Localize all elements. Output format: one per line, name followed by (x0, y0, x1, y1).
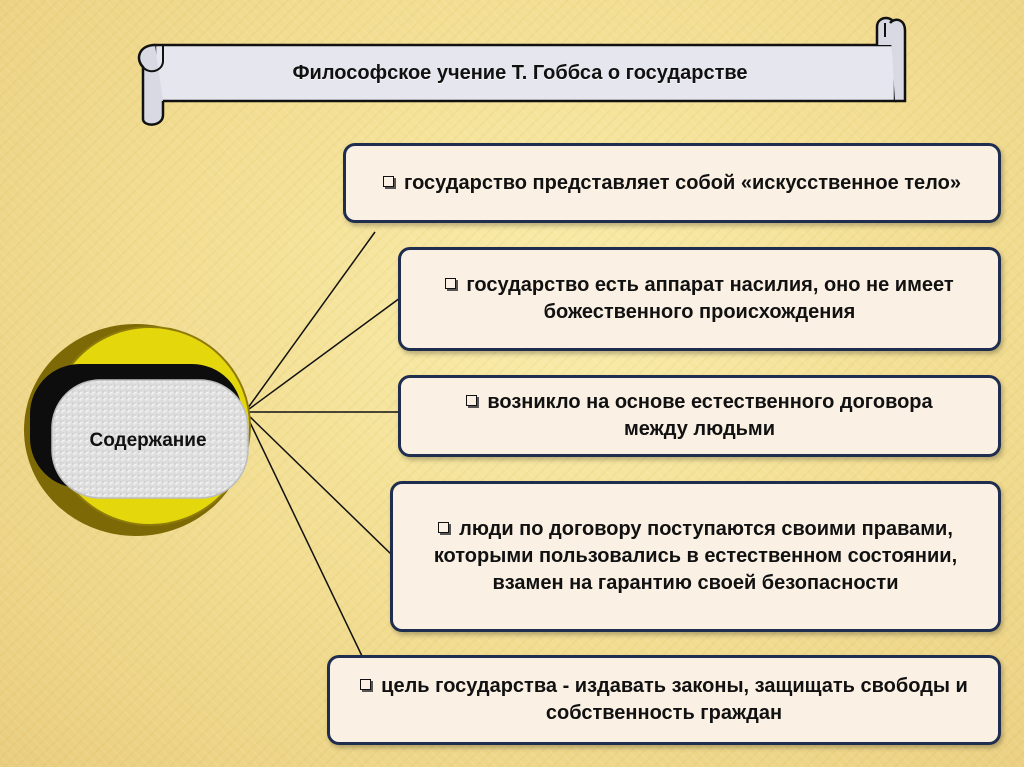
item-text-1: государство представляет собой «искусств… (404, 171, 961, 194)
checkbox-bullet-icon (438, 522, 450, 533)
title-scroll: Философское учение Т. Гоббса о государст… (135, 15, 907, 127)
connector-line-2 (244, 297, 401, 413)
scroll-banner-icon (137, 16, 907, 126)
checkbox-bullet-icon (445, 278, 457, 289)
content-badge (18, 318, 268, 538)
badge-disc-icon (24, 324, 251, 536)
item-text-3: возникло на основе естественного договор… (487, 391, 933, 440)
page-title: Философское учение Т. Гоббса о государст… (292, 61, 748, 84)
checkbox-bullet-icon (466, 395, 478, 406)
checkbox-bullet-icon (360, 679, 372, 690)
item-text-5: цель государства - издавать законы, защи… (381, 675, 968, 724)
checkbox-bullet-icon (383, 175, 395, 187)
item-box-1: государство представляет собой «искусств… (343, 143, 1001, 223)
item-box-3: возникло на основе естественного договор… (398, 375, 1001, 457)
connector-line-1 (244, 231, 376, 413)
item-box-5: цель государства - издавать законы, защи… (327, 655, 1001, 745)
center-label: Содержание (89, 430, 207, 451)
item-text-4: люди по договору поступаются своими прав… (433, 518, 958, 594)
connector-line-4 (244, 411, 393, 556)
item-box-4: люди по договору поступаются своими прав… (390, 481, 1001, 632)
item-text-2: государство есть аппарат насилия, оно не… (466, 274, 954, 323)
item-box-2: государство есть аппарат насилия, оно не… (398, 247, 1001, 351)
connector-line-5 (244, 411, 363, 657)
